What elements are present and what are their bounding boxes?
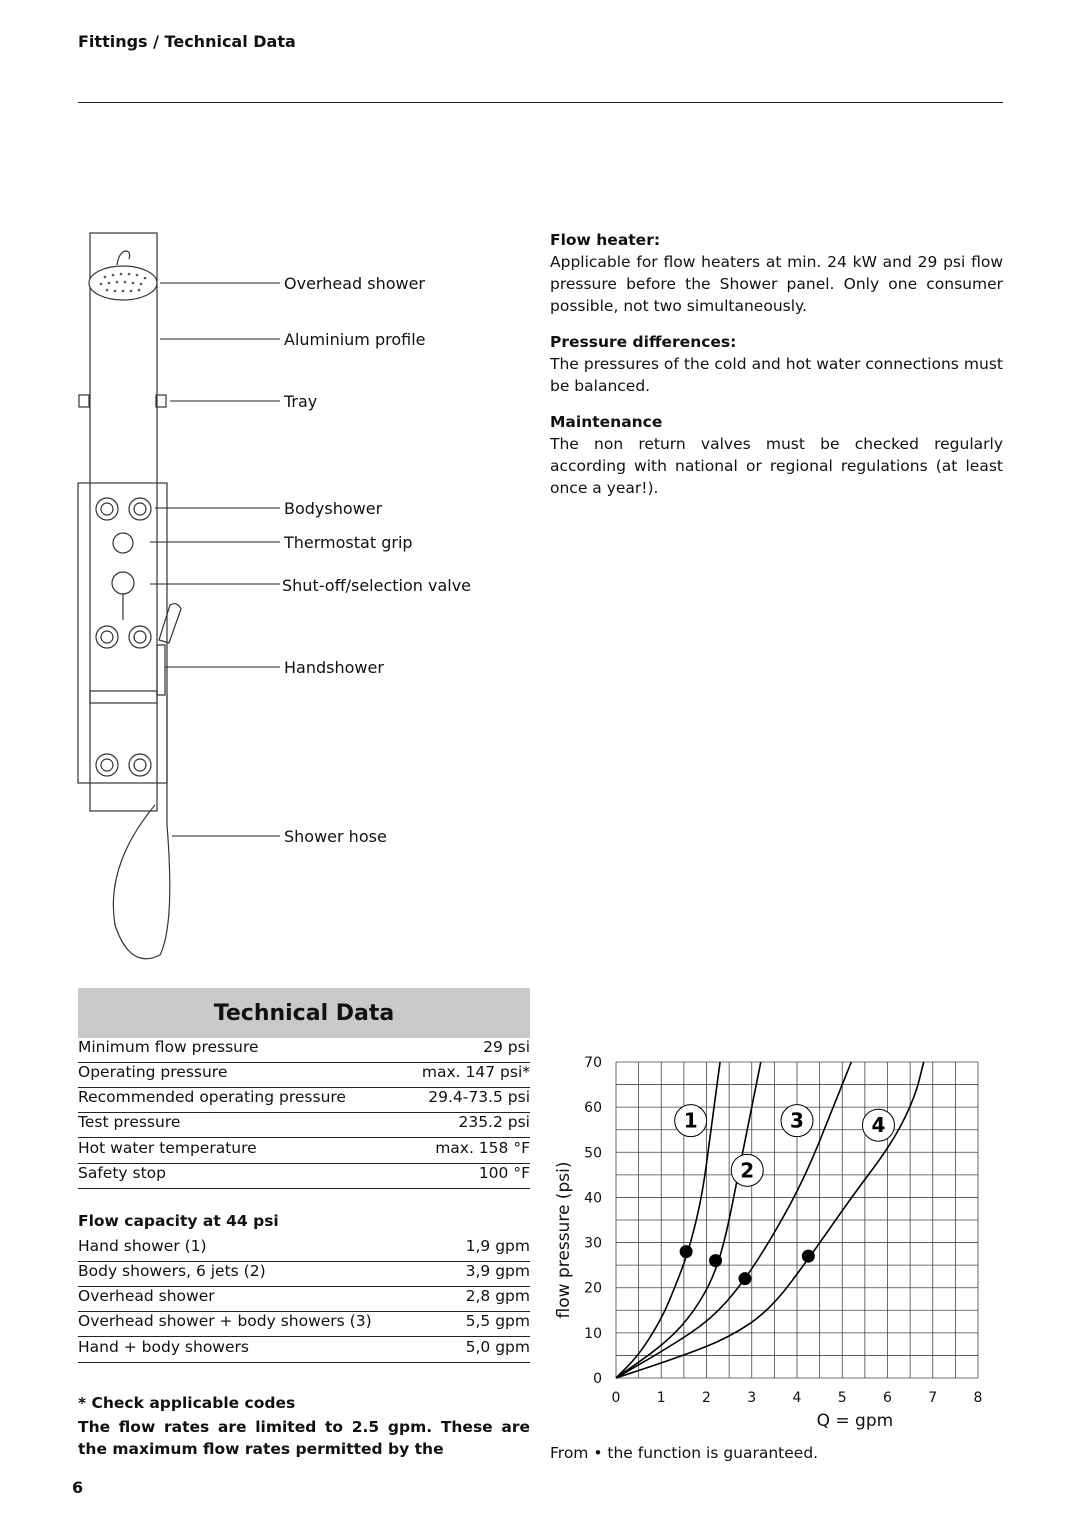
page-number: 6 — [72, 1478, 84, 1497]
leader-lines — [150, 282, 280, 837]
x-tick-label: 4 — [793, 1390, 802, 1406]
x-axis-label: Q = gpm — [817, 1411, 894, 1431]
y-tick-label: 60 — [584, 1100, 602, 1116]
flow-heater-heading: Flow heater: — [550, 231, 661, 249]
flow-row: Overhead shower 2,8 gpm — [78, 1287, 530, 1312]
info-column: Flow heater: Applicable for flow heaters… — [550, 229, 1003, 513]
flow-row: Overhead shower + body showers (3) 5,5 g… — [78, 1312, 530, 1337]
curve-label-circle — [861, 1108, 895, 1142]
x-tick-label: 0 — [612, 1390, 621, 1406]
spec-key: Safety stop — [78, 1164, 166, 1182]
flow-key: Body showers, 6 jets (2) — [78, 1262, 266, 1280]
pressure-heading: Pressure differences: — [550, 333, 737, 351]
series-line-4 — [615, 1061, 925, 1379]
label-handshower: Handshower — [284, 658, 384, 677]
flow-value: 5,0 gpm — [465, 1338, 530, 1356]
spec-row: Recommended operating pressure 29.4-73.5… — [78, 1088, 530, 1113]
spec-key: Test pressure — [78, 1113, 181, 1131]
spec-row: Test pressure 235.2 psi — [78, 1113, 530, 1138]
y-tick-label: 0 — [593, 1371, 602, 1387]
spec-key: Recommended operating pressure — [78, 1088, 346, 1106]
label-tray: Tray — [284, 392, 318, 411]
spec-value: 29.4-73.5 psi — [428, 1088, 530, 1106]
curve-label: 3 — [790, 1109, 804, 1133]
technical-data-banner: Technical Data — [78, 988, 530, 1038]
header-divider — [78, 102, 1003, 103]
spec-key: Minimum flow pressure — [78, 1038, 259, 1056]
x-tick-label: 8 — [974, 1390, 983, 1406]
curve-label-circle — [780, 1104, 814, 1138]
spec-value: 29 psi — [483, 1038, 530, 1056]
y-tick-label: 10 — [584, 1326, 602, 1342]
spec-value: 235.2 psi — [458, 1113, 530, 1131]
check-codes-note: * Check applicable codes — [78, 1394, 296, 1412]
spec-key: Hot water temperature — [78, 1139, 257, 1157]
x-tick-label: 1 — [657, 1390, 666, 1406]
y-tick-label: 50 — [584, 1145, 602, 1161]
spec-row: Operating pressure max. 147 psi* — [78, 1063, 530, 1088]
label-overhead-shower: Overhead shower — [284, 274, 426, 293]
x-tick-label: 2 — [702, 1390, 711, 1406]
maintenance-heading: Maintenance — [550, 413, 663, 431]
label-bodyshower: Bodyshower — [284, 499, 383, 518]
spec-value: 100 °F — [478, 1164, 530, 1182]
flow-key: Hand shower (1) — [78, 1237, 207, 1255]
flow-key: Hand + body showers — [78, 1338, 249, 1356]
flow-capacity-heading: Flow capacity at 44 psi — [78, 1212, 279, 1230]
spec-row: Minimum flow pressure 29 psi — [78, 1038, 530, 1063]
y-tick-label: 20 — [584, 1281, 602, 1297]
curve-label: 2 — [740, 1158, 754, 1182]
flow-key: Overhead shower + body showers (3) — [78, 1312, 372, 1330]
y-axis-label: flow pressure (psi) — [554, 1162, 574, 1319]
y-tick-label: 40 — [584, 1190, 602, 1206]
label-shower-hose: Shower hose — [284, 827, 387, 846]
flow-value: 2,8 gpm — [465, 1287, 530, 1305]
label-aluminium-profile: Aluminium profile — [284, 330, 426, 349]
flow-limit-note: The flow rates are limited to 2.5 gpm. T… — [78, 1418, 530, 1458]
guarantee-marker — [738, 1272, 752, 1286]
x-tick-label: 5 — [838, 1390, 847, 1406]
curve-label: 1 — [684, 1109, 698, 1133]
flow-key: Overhead shower — [78, 1287, 215, 1305]
y-tick-label: 70 — [584, 1055, 602, 1071]
spec-key: Operating pressure — [78, 1063, 228, 1081]
flow-row: Body showers, 6 jets (2) 3,9 gpm — [78, 1262, 530, 1287]
label-thermostat-grip: Thermostat grip — [284, 533, 413, 552]
chart-footnote: From • the function is guaranteed. — [550, 1444, 819, 1462]
flow-value: 3,9 gpm — [465, 1262, 530, 1280]
flow-value: 1,9 gpm — [465, 1237, 530, 1255]
series-line-2 — [615, 1061, 762, 1379]
spec-value: max. 158 °F — [435, 1139, 530, 1157]
curve-label-circle — [674, 1104, 708, 1138]
x-tick-label: 7 — [928, 1390, 937, 1406]
spec-row: Safety stop 100 °F — [78, 1164, 530, 1189]
x-tick-label: 6 — [883, 1390, 892, 1406]
page-header-title: Fittings / Technical Data — [78, 32, 296, 51]
maintenance-text: The non return valves must be checked re… — [550, 435, 1003, 497]
pressure-text: The pressures of the cold and hot water … — [550, 355, 1003, 395]
curve-label-circle — [730, 1153, 764, 1187]
flow-value: 5,5 gpm — [465, 1312, 530, 1330]
flow-pressure-chart: 0 1 2 3 4 5 6 7 8 0 10 20 30 40 50 60 70 flow pressure (p… — [554, 1055, 983, 1431]
guarantee-marker — [679, 1245, 693, 1259]
guarantee-marker — [801, 1249, 815, 1263]
curve-label: 4 — [871, 1113, 885, 1137]
flow-row: Hand + body showers 5,0 gpm — [78, 1338, 530, 1363]
spec-value: max. 147 psi* — [421, 1063, 530, 1081]
spec-row: Hot water temperature max. 158 °F — [78, 1139, 530, 1164]
x-tick-label: 3 — [747, 1390, 756, 1406]
shower-panel-illustration — [77, 232, 182, 960]
flow-heater-text: Applicable for flow heaters at min. 24 k… — [550, 253, 1003, 315]
y-tick-label: 30 — [584, 1236, 602, 1252]
flow-row: Hand shower (1) 1,9 gpm — [78, 1237, 530, 1262]
guarantee-marker — [709, 1254, 723, 1268]
label-shutoff-valve: Shut-off/selection valve — [282, 576, 472, 595]
series-line-1 — [615, 1061, 721, 1379]
